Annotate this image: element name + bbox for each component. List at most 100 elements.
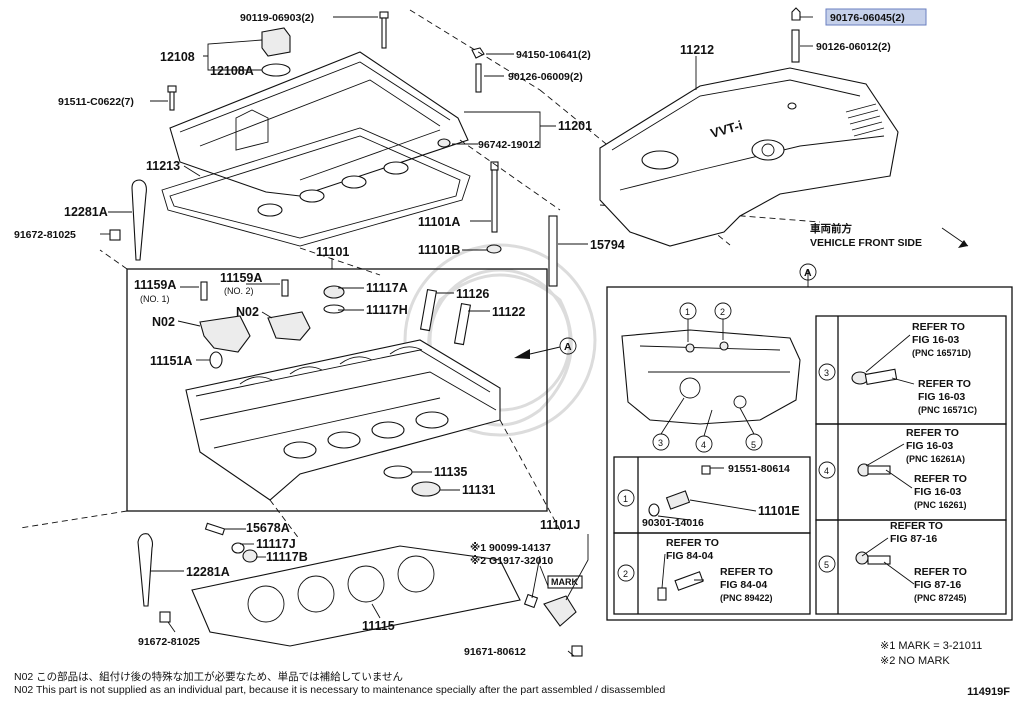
label-91671[interactable]: 91671-80612 [464,646,526,658]
label-91511[interactable]: 91511-C0622(7) [58,96,134,108]
footnote-jp: N02 この部品は、組付け後の特殊な加工が必要なため、単品では補給していません [14,671,404,683]
refer-3a-l2[interactable]: FIG 16-03 [912,334,959,346]
label-11117a[interactable]: 11117A [366,281,408,295]
label-11117h[interactable]: 11117H [366,303,408,317]
figure-number: 114919F [967,686,1010,698]
label-11159a-1[interactable]: 11159A [134,278,176,292]
label-n02-b[interactable]: N02 [236,305,259,319]
cam-journals [239,346,423,385]
label-11126[interactable]: 11126 [456,287,489,301]
label-15794[interactable]: 15794 [590,238,625,252]
label-11101[interactable]: 11101 [316,245,349,259]
refer-5b-l1[interactable]: REFER TO [914,566,967,578]
label-11159a-2[interactable]: 11159A [220,271,262,285]
label-12108[interactable]: 12108 [160,50,195,64]
label-15678a[interactable]: 15678A [246,521,290,535]
label-g1917[interactable]: ※2 G1917-32010 [470,555,553,567]
refer-3b-l2[interactable]: FIG 16-03 [918,391,965,403]
subbox-5 [815,519,1007,615]
label-90126-06012[interactable]: 90126-06012(2) [816,41,891,53]
label-91551[interactable]: 91551-80614 [728,463,790,475]
intake-ports [283,411,449,459]
label-96742[interactable]: 96742-19012 [478,139,540,151]
label-12281a-bot[interactable]: 12281A [186,565,230,579]
engine-cover-group: VVT-i [599,7,899,247]
mark-note-2: ※2 NO MARK [880,655,950,667]
refer-3b-l1[interactable]: REFER TO [918,378,971,390]
part-labels: 90119-06903(2) 12108 12108A 91511-C0622(… [14,12,922,658]
refer-2b-l2[interactable]: FIG 84-04 [720,579,767,591]
label-vehicle-en: VEHICLE FRONT SIDE [810,237,922,249]
num-4: 4 [701,440,706,450]
refer-4b-l2[interactable]: FIG 16-03 [914,486,961,498]
mark-note-1: ※1 MARK = 3-21011 [880,640,983,652]
label-11159a-1-sub: (NO. 1) [140,294,170,304]
refer-4b-l3: (PNC 16261) [914,500,967,510]
highlight-90176 [825,8,927,26]
refer-3b-l3: (PNC 16571C) [918,405,977,415]
sub-num-3: 3 [824,368,829,378]
mark-notes: ※1 MARK = 3-21011 ※2 NO MARK [880,639,982,669]
leaders-top-left [100,16,588,251]
label-11115[interactable]: 11115 [362,619,395,633]
num-5: 5 [751,440,756,450]
label-12108a[interactable]: 12108A [210,64,254,78]
label-11201[interactable]: 11201 [558,119,592,133]
cover-ribs [845,103,885,137]
label-90176[interactable]: 90176-06045(2) [830,12,905,24]
cylinder-head-box [126,268,548,512]
label-11101e[interactable]: 11101E [758,504,800,518]
label-90301[interactable]: 90301-14016 [642,517,704,529]
sub-num-2: 2 [623,569,628,579]
label-91672-bot[interactable]: 91672-81025 [138,636,200,648]
refer-5b-l3: (PNC 87245) [914,593,967,603]
label-11101j[interactable]: 11101J [540,518,580,532]
refer-2b-l1[interactable]: REFER TO [720,566,773,578]
label-11122[interactable]: 11122 [492,305,525,319]
refer-4a-l2[interactable]: FIG 16-03 [906,440,953,452]
refer-3a-l1[interactable]: REFER TO [912,321,965,333]
callout-a-right: A [804,267,812,279]
label-91672-top[interactable]: 91672-81025 [14,229,76,241]
refer-5a-l2[interactable]: FIG 87-16 [890,533,937,545]
label-11117j[interactable]: 11117J [256,537,296,551]
refer-4a-l1[interactable]: REFER TO [906,427,959,439]
sub-num-4: 4 [824,466,829,476]
refer-3a-l3: (PNC 16571D) [912,348,971,358]
label-11159a-2-sub: (NO. 2) [224,286,254,296]
detail-a-numbers: 1 2 3 4 5 [652,302,763,453]
leaders-middle-left [177,258,490,491]
label-n02-a[interactable]: N02 [152,315,175,329]
refer-4b-l1[interactable]: REFER TO [914,473,967,485]
mark-box-label: MARK [551,577,578,587]
label-vehicle-jp: 車両前方 [810,222,852,235]
label-11151a[interactable]: 11151A [150,354,192,368]
refer-5a-l1[interactable]: REFER TO [890,520,943,532]
footnote-en: N02 This part is not supplied as an indi… [14,684,666,696]
label-90119[interactable]: 90119-06903(2) [240,12,314,24]
refer-5b-l2[interactable]: FIG 87-16 [914,579,961,591]
label-11212[interactable]: 11212 [680,43,714,57]
subbox-3 [815,315,1007,425]
label-11101b[interactable]: 11101B [418,243,460,257]
cylinder-head-group: A [185,279,577,501]
label-90099[interactable]: ※1 90099-14137 [470,542,551,554]
num-1: 1 [685,307,690,317]
head-gasket-group [137,522,583,657]
label-12281a-top[interactable]: 12281A [64,205,108,219]
label-90126-06009[interactable]: 90126-06009(2) [508,71,583,83]
label-11135[interactable]: 11135 [434,465,467,479]
label-11117b[interactable]: 11117B [266,550,308,564]
refer-2a-l1[interactable]: REFER TO [666,537,719,549]
num-2: 2 [720,307,725,317]
label-11213[interactable]: 11213 [146,159,180,173]
cam-cover-group [109,11,558,287]
label-11101a[interactable]: 11101A [418,215,460,229]
footnotes: N02 この部品は、組付け後の特殊な加工が必要なため、単品では補給していません … [14,671,665,697]
label-94150[interactable]: 94150-10641(2) [516,49,591,61]
label-11131[interactable]: 11131 [462,483,495,497]
refer-4a-l3: (PNC 16261A) [906,454,965,464]
refer-2b-l3: (PNC 89422) [720,593,773,603]
refer-2a-l2[interactable]: FIG 84-04 [666,550,713,562]
